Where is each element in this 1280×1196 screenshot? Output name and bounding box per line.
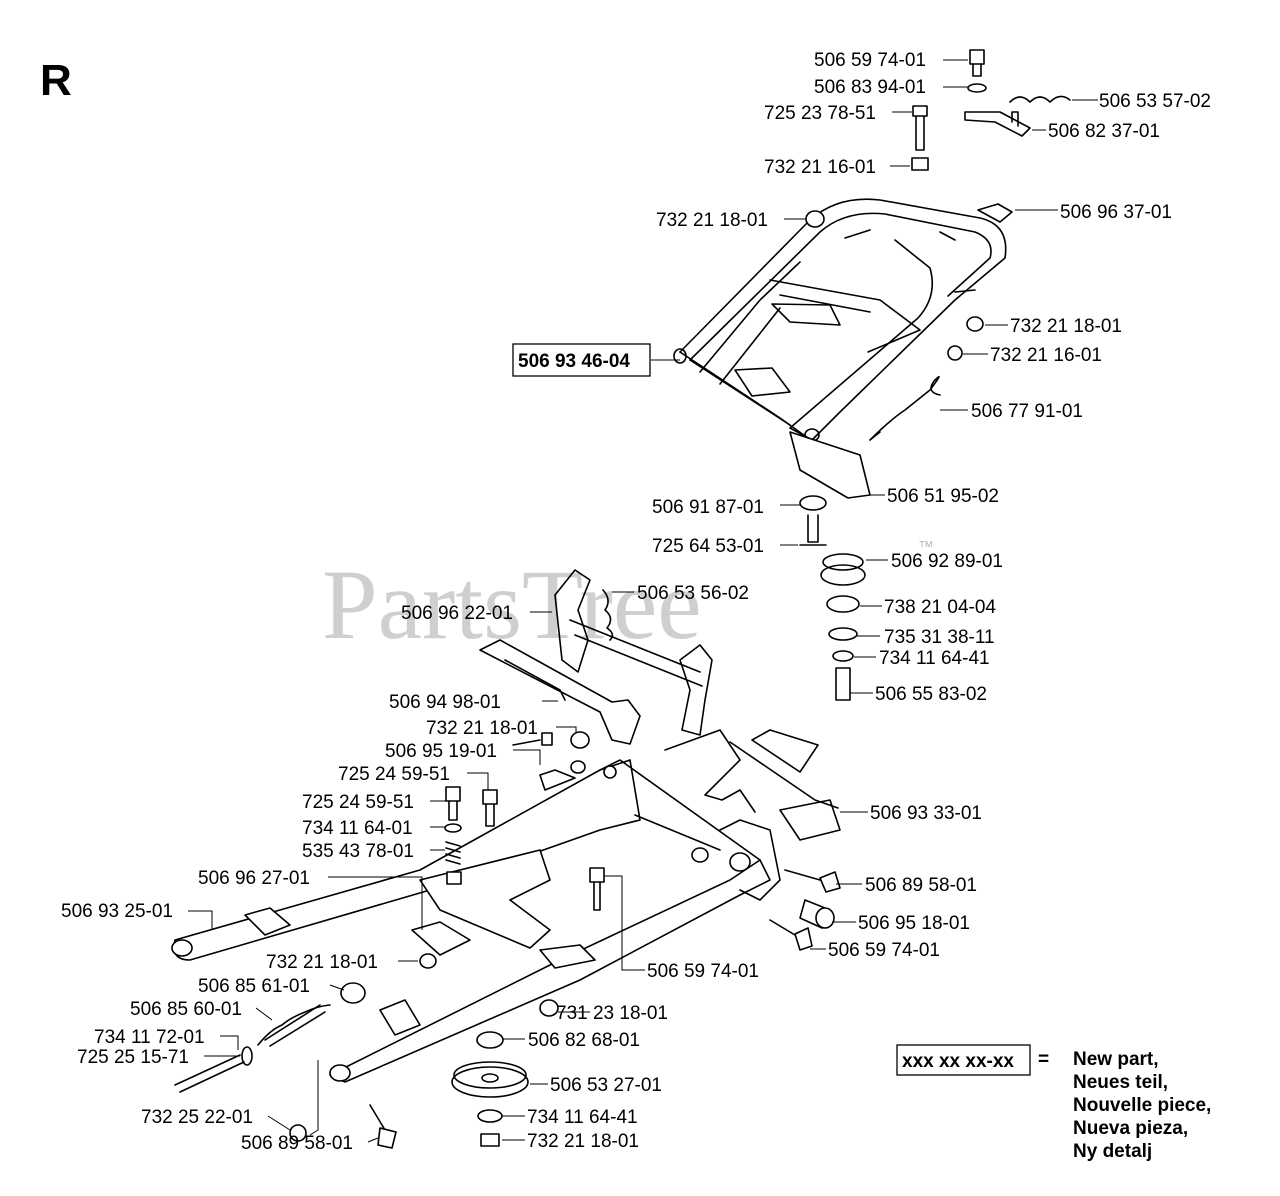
fasteners-lower xyxy=(174,731,841,1149)
callout-label: 506 59 74-01 xyxy=(647,961,759,982)
legend-line: New part, xyxy=(1073,1049,1159,1070)
pulley-stack xyxy=(820,553,866,701)
callout-label: 725 24 59-51 xyxy=(302,792,414,813)
callout-label: 506 94 98-01 xyxy=(389,692,501,713)
callout-label: 506 55 83-02 xyxy=(875,684,987,705)
callout-label: 506 91 87-01 xyxy=(652,497,764,518)
callout-label: 506 82 68-01 xyxy=(528,1030,640,1051)
callout-label: 506 53 57-02 xyxy=(1099,91,1211,112)
callout-label: 738 21 04-04 xyxy=(884,597,996,618)
legend-equals: = xyxy=(1038,1049,1049,1070)
legend-line: Nueva pieza, xyxy=(1073,1118,1188,1139)
callout-label: 735 31 38-11 xyxy=(884,627,995,648)
callout-label: 506 59 74-01 xyxy=(814,50,926,71)
new-part-box xyxy=(512,343,651,377)
callout-label: 725 25 15-71 xyxy=(77,1047,189,1068)
callout-label: 732 21 18-01 xyxy=(656,210,768,231)
callout-label: 732 21 18-01 xyxy=(1010,316,1122,337)
callout-label: 506 93 33-01 xyxy=(870,803,982,824)
callout-label: 506 96 22-01 xyxy=(401,603,513,624)
top-hardware xyxy=(789,49,1071,546)
callout-label: 506 96 37-01 xyxy=(1060,202,1172,223)
callout-label: 506 92 89-01 xyxy=(891,551,1003,572)
callout-label: 506 77 91-01 xyxy=(971,401,1083,422)
callout-label: 506 93 25-01 xyxy=(61,901,173,922)
callout-label: 732 21 16-01 xyxy=(764,157,876,178)
section-letter: R xyxy=(40,56,72,105)
callout-label: 506 95 19-01 xyxy=(385,741,497,762)
callout-label: 506 85 61-01 xyxy=(198,976,310,997)
legend-line: Neues teil, xyxy=(1073,1072,1168,1093)
callout-label: 725 23 78-51 xyxy=(764,103,876,124)
callout-label: 732 21 18-01 xyxy=(527,1131,639,1152)
callout-label: 506 83 94-01 xyxy=(814,77,926,98)
callout-label: 732 21 18-01 xyxy=(426,718,538,739)
seat-frame-drawing xyxy=(673,198,1013,442)
callout-label: 506 85 60-01 xyxy=(130,999,242,1020)
callout-label: 535 43 78-01 xyxy=(302,841,414,862)
legend: xxx xx xx-xx = New part, Neues teil, Nou… xyxy=(896,1044,1211,1162)
callout-label: 732 25 22-01 xyxy=(141,1107,253,1128)
callout-label: 725 24 59-51 xyxy=(338,764,450,785)
callout-label: 506 53 27-01 xyxy=(550,1075,662,1096)
watermark: PartsTree xyxy=(322,549,702,660)
callout-label: 506 95 18-01 xyxy=(858,913,970,934)
legend-line: Nouvelle piece, xyxy=(1073,1095,1211,1116)
callout-label: 506 96 27-01 xyxy=(198,868,310,889)
callout-label: 725 64 53-01 xyxy=(652,536,764,557)
leader-lines xyxy=(188,59,1098,1143)
callout-label: 506 89 58-01 xyxy=(865,875,977,896)
legend-code: xxx xx xx-xx xyxy=(902,1051,1014,1072)
callout-label: 734 11 64-01 xyxy=(302,818,413,839)
new-part-label: 506 93 46-04 xyxy=(518,351,630,372)
main-frame-drawing xyxy=(171,759,781,1083)
callout-label: 506 51 95-02 xyxy=(887,486,999,507)
callout-label: 734 11 64-41 xyxy=(527,1107,638,1128)
lower-pulley xyxy=(451,1031,529,1147)
callout-label: 506 82 37-01 xyxy=(1048,121,1160,142)
callout-labels: 506 59 74-01 506 83 94-01 506 53 57-02 7… xyxy=(61,50,1211,1154)
bracket-drawing xyxy=(479,569,841,841)
callout-label: 732 21 18-01 xyxy=(266,952,378,973)
callout-label: 734 11 64-41 xyxy=(879,648,990,669)
callout-label: 506 59 74-01 xyxy=(828,940,940,961)
callout-label: 731 23 18-01 xyxy=(556,1003,668,1024)
watermark-trademark: ™ xyxy=(918,539,934,556)
callout-label: 732 21 16-01 xyxy=(990,345,1102,366)
callout-label: 506 89 58-01 xyxy=(241,1133,353,1154)
callout-label: 506 53 56-02 xyxy=(637,583,749,604)
legend-line: Ny detalj xyxy=(1073,1141,1152,1162)
callout-label: 734 11 72-01 xyxy=(94,1027,205,1048)
legend-code-box xyxy=(896,1044,1031,1076)
